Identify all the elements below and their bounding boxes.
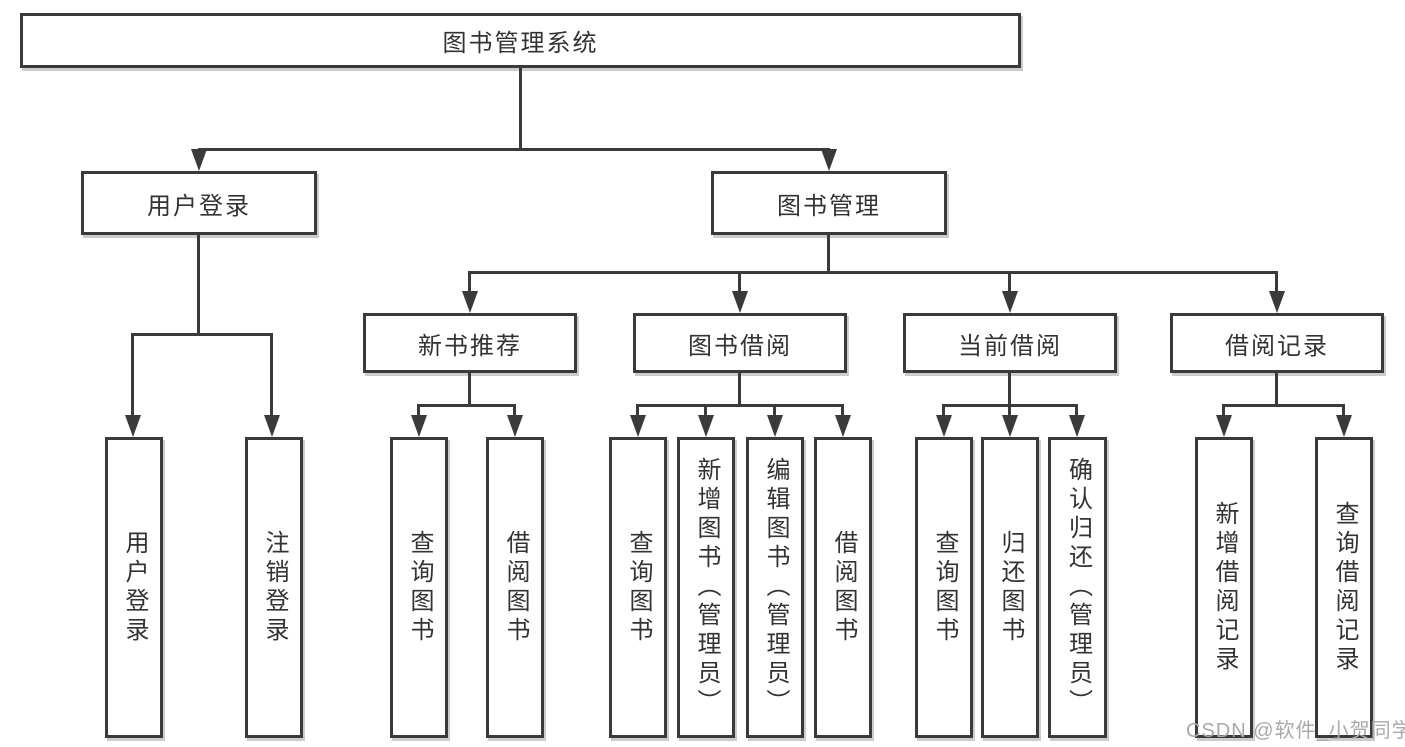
node-confirm-return-admin: 确认归还（管理员） (1048, 437, 1107, 738)
node-label: 新增图书（管理员） (693, 457, 720, 718)
node-edit-books-admin: 编辑图书（管理员） (746, 437, 804, 738)
node-current-borrowing: 当前借阅 (903, 313, 1117, 373)
arrow-down-icon (1002, 291, 1018, 313)
connector-line (198, 148, 830, 151)
node-label: 查询图书 (931, 529, 958, 646)
connector-line (942, 404, 945, 417)
node-query-books-under-recommend: 查询图书 (390, 437, 448, 738)
node-user-login: 用户登录 (81, 171, 317, 235)
node-label: 新书推荐 (418, 332, 522, 360)
connector-line (1275, 371, 1278, 407)
node-add-borrow-record: 新增借阅记录 (1195, 437, 1253, 738)
connector-line (1008, 371, 1011, 407)
node-label: 查询借阅记录 (1331, 500, 1358, 675)
node-return-books: 归还图书 (981, 437, 1039, 738)
connector-line (417, 404, 420, 417)
arrow-down-icon (1069, 415, 1085, 437)
connector-line (417, 404, 516, 407)
arrow-down-icon (1216, 415, 1232, 437)
node-label: 图书管理 (777, 192, 881, 220)
connector-line (513, 404, 516, 417)
connector-line (468, 371, 471, 407)
node-label: 归还图书 (997, 529, 1024, 646)
node-query-books-under-current: 查询图书 (915, 437, 973, 738)
node-library-management-system: 图书管理系统 (20, 13, 1021, 68)
connector-line (738, 371, 741, 407)
node-label: 借阅图书 (830, 529, 857, 646)
connector-line (270, 333, 273, 417)
connector-line (131, 333, 273, 336)
arrow-down-icon (462, 291, 478, 313)
arrow-down-icon (835, 415, 851, 437)
node-label: 编辑图书（管理员） (762, 457, 789, 718)
arrow-down-icon (821, 149, 837, 171)
connector-line (197, 233, 200, 336)
node-borrow-books-under-borrowing: 借阅图书 (814, 437, 872, 738)
connector-line (1342, 404, 1345, 417)
node-book-management: 图书管理 (711, 171, 947, 235)
connector-line (636, 404, 639, 417)
arrow-down-icon (264, 415, 280, 437)
node-label: 注销登录 (261, 529, 288, 646)
node-label: 查询图书 (406, 529, 433, 646)
arrow-down-icon (191, 149, 207, 171)
arrow-down-icon (411, 415, 427, 437)
connector-line (1222, 404, 1225, 417)
node-label: 借阅记录 (1225, 332, 1329, 360)
node-query-borrow-record: 查询借阅记录 (1315, 437, 1373, 738)
arrow-down-icon (1269, 291, 1285, 313)
node-label: 图书管理系统 (442, 30, 599, 57)
node-logout-action: 注销登录 (245, 437, 303, 738)
node-label: 确认归还（管理员） (1064, 457, 1092, 718)
connector-line (738, 271, 741, 293)
arrow-down-icon (767, 415, 783, 437)
connector-line (1008, 271, 1011, 293)
node-book-borrowing: 图书借阅 (633, 313, 847, 373)
node-borrow-books-under-recommend: 借阅图书 (486, 437, 544, 738)
arrow-down-icon (125, 415, 141, 437)
watermark-text: CSDN @软件_小贺同学 (1186, 720, 1405, 742)
node-label: 图书借阅 (688, 332, 792, 360)
connector-line (1222, 404, 1345, 407)
connector-line (1075, 404, 1078, 417)
connector-line (468, 271, 1278, 274)
arrow-down-icon (1336, 415, 1352, 437)
arrow-down-icon (507, 415, 523, 437)
arrow-down-icon (698, 415, 714, 437)
connector-line (773, 404, 776, 417)
node-user-login-action: 用户登录 (105, 437, 163, 738)
connector-line (704, 404, 707, 417)
arrow-down-icon (1002, 415, 1018, 437)
connector-line (131, 333, 134, 417)
arrow-down-icon (732, 291, 748, 313)
node-label: 查询图书 (625, 529, 652, 646)
connector-line (1275, 271, 1278, 293)
connector-line (636, 404, 844, 407)
node-new-book-recommendation: 新书推荐 (363, 313, 577, 373)
connector-line (519, 66, 522, 150)
node-label: 新增借阅记录 (1211, 500, 1238, 675)
arrow-down-icon (630, 415, 646, 437)
node-add-books-admin: 新增图书（管理员） (677, 437, 735, 738)
node-label: 当前借阅 (958, 332, 1062, 360)
node-label: 用户登录 (147, 192, 251, 220)
node-label: 借阅图书 (502, 529, 529, 646)
connector-line (1008, 404, 1011, 417)
node-borrowing-records: 借阅记录 (1170, 313, 1384, 373)
arrow-down-icon (936, 415, 952, 437)
connector-line (468, 271, 471, 293)
connector-line (827, 233, 830, 274)
node-label: 用户登录 (121, 529, 148, 646)
connector-line (841, 404, 844, 417)
node-query-books-under-borrowing: 查询图书 (609, 437, 667, 738)
